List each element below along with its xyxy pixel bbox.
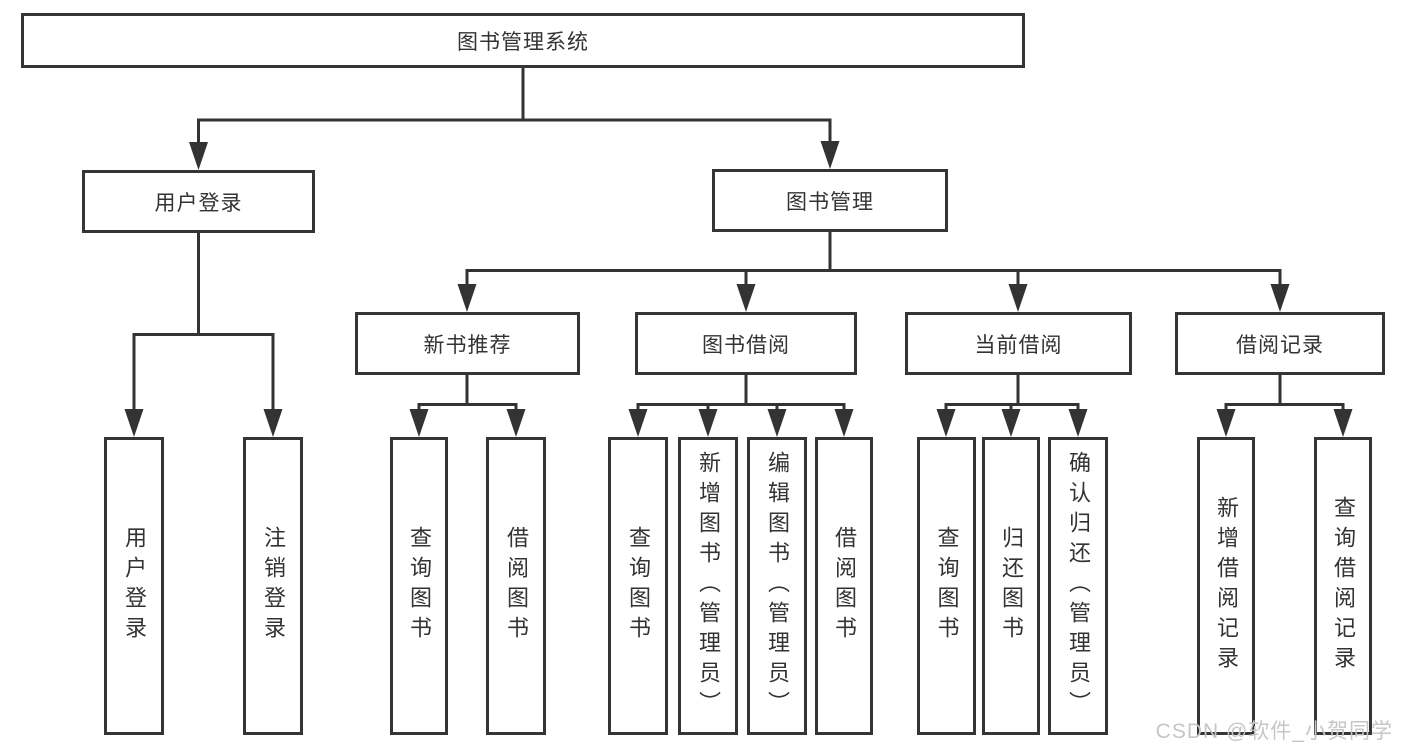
leaf-borrow-books-2: 借阅图书: [815, 437, 873, 735]
csdn-watermark: CSDN @软件_小贺同学: [1155, 720, 1393, 743]
node-new-book-recommend: 新书推荐: [355, 312, 580, 375]
node-current-borrow: 当前借阅: [905, 312, 1132, 375]
leaf-query-books: 查询图书: [390, 437, 448, 735]
node-library-management-system: 图书管理系统: [21, 13, 1025, 68]
leaf-return-books: 归还图书: [982, 437, 1040, 735]
leaf-edit-book-admin: 编辑图书（管理员）: [747, 437, 807, 735]
node-book-borrow: 图书借阅: [635, 312, 857, 375]
leaf-user-login: 用户登录: [104, 437, 164, 735]
node-book-management: 图书管理: [712, 169, 948, 232]
leaf-confirm-return-admin: 确认归还（管理员）: [1048, 437, 1108, 735]
leaf-borrow-books: 借阅图书: [486, 437, 546, 735]
leaf-add-borrow-record: 新增借阅记录: [1197, 437, 1255, 735]
connector-root-to-level2: [197, 68, 832, 144]
connector-bookmgmt-to-level3: [465, 232, 1282, 286]
node-user-login: 用户登录: [82, 170, 315, 233]
connector-curborrow-to-leaves: [944, 375, 1080, 411]
leaf-add-book-admin: 新增图书（管理员）: [678, 437, 738, 735]
leaf-query-books-2: 查询图书: [608, 437, 668, 735]
leaf-logout: 注销登录: [243, 437, 303, 735]
connector-borrowrec-to-leaves: [1224, 375, 1345, 411]
connector-userlogin-to-leaves: [132, 233, 275, 411]
leaf-query-books-3: 查询图书: [917, 437, 976, 735]
leaf-query-borrow-record: 查询借阅记录: [1314, 437, 1372, 735]
connector-bookborrow-to-leaves: [636, 375, 846, 411]
connector-newbook-to-leaves: [417, 375, 518, 411]
node-borrow-records: 借阅记录: [1175, 312, 1385, 375]
